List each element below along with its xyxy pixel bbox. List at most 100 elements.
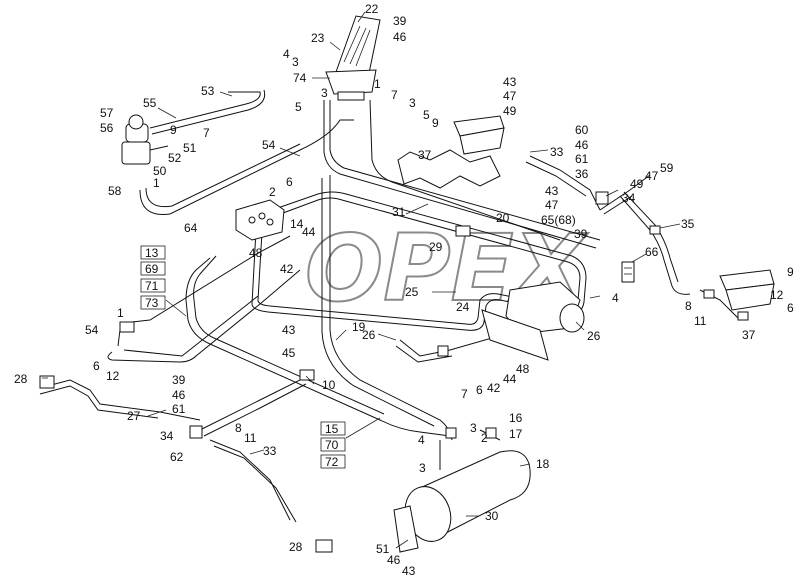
callout-4-top: 4 (283, 47, 290, 61)
bracket-9-top (453, 115, 505, 155)
callout-56: 54 (262, 138, 276, 152)
callout-74: 74 (293, 71, 307, 85)
callout-labels: 22 39 46 23 4 3 74 3 1 7 3 5 5 53 55 57 … (14, 2, 794, 578)
callout-6-mid-b: 6 (476, 383, 483, 397)
callout-1-left-b: 1 (117, 306, 124, 320)
callout-6-right: 6 (787, 301, 794, 315)
callout-3-b: 3 (409, 96, 416, 110)
callout-37-right: 37 (742, 328, 756, 342)
callout-12-right: 12 (770, 288, 784, 302)
bracket-38 (397, 149, 501, 189)
fittings (39, 191, 715, 553)
callout-7-top: 7 (391, 88, 398, 102)
callout-43-top: 43 (503, 75, 517, 89)
callout-5-b: 5 (423, 108, 430, 122)
callout-19: 19 (352, 320, 366, 334)
callout-48-top: 46 (393, 30, 407, 44)
callout-53: 51 (183, 141, 197, 155)
valve-65 (235, 199, 285, 241)
callout-55: 53 (201, 84, 215, 98)
callout-63-left: 61 (172, 402, 186, 416)
callout-42: 43 (282, 323, 296, 337)
callout-3-a: 3 (321, 86, 328, 100)
callout-50: 51 (376, 542, 390, 556)
air-tank (393, 450, 531, 553)
callout-9-right: 9 (787, 265, 794, 279)
callout-44: 46 (387, 553, 401, 567)
callout-41-mid: 42 (487, 381, 501, 395)
callout-30: 30 (485, 509, 499, 523)
callout-65-68: 64 (184, 221, 198, 235)
callout-25: 25 (405, 285, 419, 299)
left-supply-pipe (139, 119, 354, 215)
callout-47-right: 47 (645, 169, 659, 183)
callout-34-left: 34 (160, 429, 174, 443)
callout-37-top: 37 (418, 148, 432, 162)
callout-48-right: 46 (575, 138, 589, 152)
callout-27: 27 (127, 409, 141, 423)
callout-52: 50 (153, 164, 167, 178)
callout-47-mid: 47 (545, 198, 559, 212)
callout-39-left: 39 (172, 373, 186, 387)
group-a-73: 73 (145, 296, 159, 310)
callout-58: 56 (100, 121, 114, 135)
callout-60: 58 (108, 184, 122, 198)
callout-62: 60 (575, 123, 589, 137)
bracket-9-right (719, 269, 775, 321)
callout-39-top: 39 (393, 14, 407, 28)
callout-40: 43 (402, 564, 416, 578)
callout-21: 22 (365, 2, 379, 16)
callout-35: 35 (681, 217, 695, 231)
valve-58 (121, 114, 169, 165)
brake-pedal (325, 15, 381, 101)
callout-48-left: 46 (172, 388, 186, 402)
callout-23: 24 (456, 300, 470, 314)
group-b-15: 15 (325, 422, 339, 436)
bracket-67 (621, 261, 635, 283)
callout-3-tank: 3 (470, 421, 477, 435)
callout-34-right: 34 (622, 191, 636, 205)
group-b-70: 70 (325, 438, 339, 452)
callout-66: 65(68) (541, 213, 576, 227)
callout-36: 36 (575, 167, 589, 181)
callout-57: 55 (143, 96, 157, 110)
pipe-13 (107, 235, 301, 363)
callout-49-right: 49 (630, 177, 644, 191)
right-pipes (525, 155, 741, 321)
callout-22: 23 (311, 31, 325, 45)
callout-10: 10 (322, 378, 336, 392)
boxed-group-frames (140, 245, 346, 469)
callout-9-top: 9 (170, 123, 177, 137)
callout-17: 17 (509, 427, 523, 441)
callout-67: 66 (645, 245, 659, 259)
callout-3-tank-b: 3 (419, 461, 426, 475)
callout-3-top: 3 (292, 55, 299, 69)
pipe-57b (151, 89, 266, 135)
callout-7-left: 7 (203, 126, 210, 140)
callout-33: 33 (550, 145, 564, 159)
callout-20: 20 (496, 211, 510, 225)
callout-49-top: 49 (503, 104, 517, 118)
callout-28-bottom: 28 (289, 540, 303, 554)
callout-13-left: 54 (85, 323, 99, 337)
callout-8-right: 8 (685, 299, 692, 313)
callout-8-left: 8 (235, 421, 242, 435)
callout-4-right: 4 (612, 291, 619, 305)
callout-5-a: 5 (295, 100, 302, 114)
callout-45-top: 44 (302, 225, 316, 239)
callout-61: 59 (660, 161, 674, 175)
pipe-57 (149, 91, 261, 129)
group-a-71: 71 (145, 279, 159, 293)
callout-59: 57 (100, 106, 114, 120)
callout-41-left: 42 (280, 262, 294, 276)
callout-4-tank: 4 (418, 433, 425, 447)
callout-32: 33 (263, 444, 277, 458)
callout-2-tank: 2 (481, 431, 488, 445)
group-a-69: 69 (145, 262, 159, 276)
callout-39-mid: 39 (574, 227, 588, 241)
callout-45-mid: 44 (503, 372, 517, 386)
callout-14: 14 (290, 217, 304, 231)
group-b-72: 72 (325, 455, 339, 469)
modulator-24 (481, 281, 585, 361)
